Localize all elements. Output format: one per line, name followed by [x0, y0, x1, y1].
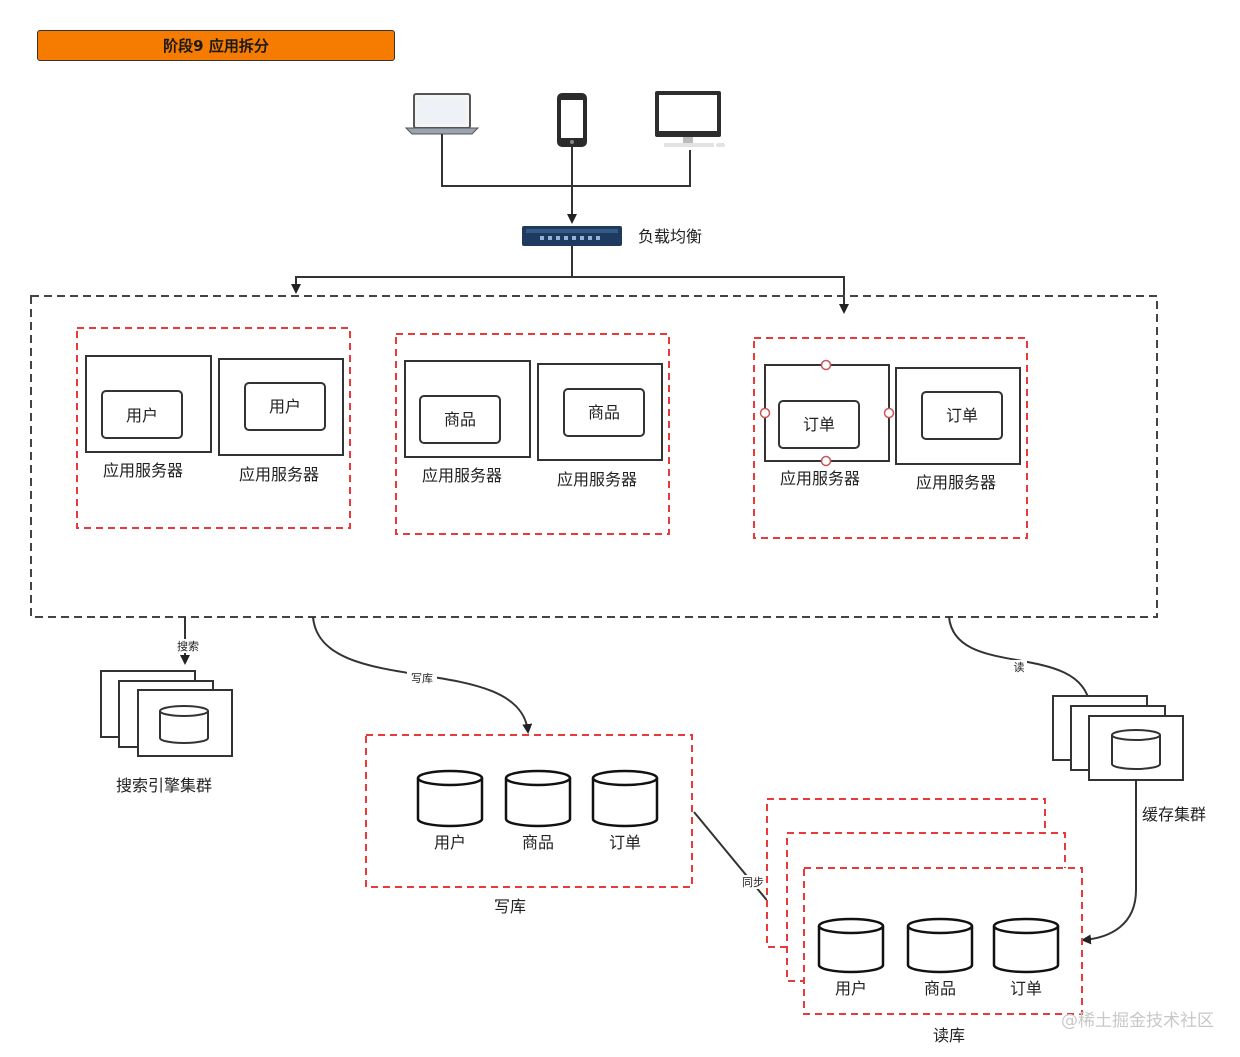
- search-edge: 搜索: [174, 617, 202, 665]
- read-db-label: 读库: [933, 1026, 965, 1045]
- database-icon: [591, 769, 659, 828]
- stage-title: 阶段9 应用拆分: [37, 30, 395, 61]
- service-label: 用户: [269, 397, 301, 416]
- cache-cluster-label: 缓存集群: [1142, 805, 1206, 824]
- service-label: 商品: [588, 403, 620, 422]
- load-balancer-connector: [291, 246, 849, 314]
- table-label: 商品: [924, 979, 956, 998]
- database-icon: [416, 769, 484, 828]
- server-label: 应用服务器: [422, 466, 502, 485]
- service-label: 商品: [444, 410, 476, 429]
- cache-cluster: [1052, 695, 1184, 781]
- order-service-cluster: 订单 应用服务器 订单 应用服务器: [753, 337, 1028, 539]
- smartphone-icon: [557, 93, 587, 147]
- svg-text:写库: 写库: [411, 672, 433, 685]
- service-label: 用户: [126, 406, 158, 425]
- service-label: 订单: [803, 415, 835, 434]
- product-service-cluster: 商品 应用服务器 商品 应用服务器: [395, 333, 670, 535]
- search-engine-cluster: [100, 670, 233, 757]
- load-balancer-icon: [522, 226, 622, 246]
- selection-handles: [759, 359, 895, 467]
- server-label: 应用服务器: [103, 461, 183, 480]
- write-edge: 写库: [312, 616, 533, 734]
- write-db-label: 写库: [494, 897, 526, 916]
- database-icon: [504, 769, 572, 828]
- laptop-icon: [404, 93, 480, 135]
- cache-sync-edge: [1081, 780, 1137, 945]
- load-balancer-label: 负载均衡: [638, 227, 702, 246]
- svg-text:读: 读: [1014, 660, 1025, 674]
- search-cluster-label: 搜索引擎集群: [116, 776, 212, 795]
- svg-text:搜索: 搜索: [177, 639, 199, 653]
- table-label: 用户: [835, 979, 867, 998]
- database-icon: [906, 917, 974, 974]
- client-connector: [441, 134, 691, 224]
- database-icon: [817, 917, 885, 974]
- write-database-group: 用户 商品 订单: [365, 734, 693, 888]
- app-server-group: [30, 295, 1158, 618]
- table-label: 订单: [1010, 979, 1042, 998]
- server-label: 应用服务器: [916, 473, 996, 492]
- server-label: 应用服务器: [780, 469, 860, 488]
- watermark: @稀土掘金技术社区: [1061, 1011, 1214, 1031]
- server-label: 应用服务器: [239, 465, 319, 484]
- database-icon: [1111, 729, 1161, 770]
- user-service-cluster: 用户 应用服务器 用户 应用服务器: [76, 327, 351, 529]
- desktop-monitor-icon: [655, 91, 725, 147]
- database-icon: [159, 705, 209, 744]
- table-label: 商品: [522, 833, 554, 852]
- service-label: 订单: [946, 406, 978, 425]
- table-label: 用户: [434, 833, 466, 852]
- read-edge: 读: [948, 616, 1094, 707]
- read-database-group: 用户 商品 订单: [766, 798, 1083, 1015]
- svg-text:同步: 同步: [742, 876, 764, 889]
- database-icon: [992, 917, 1060, 974]
- server-label: 应用服务器: [557, 470, 637, 489]
- table-label: 订单: [609, 833, 641, 852]
